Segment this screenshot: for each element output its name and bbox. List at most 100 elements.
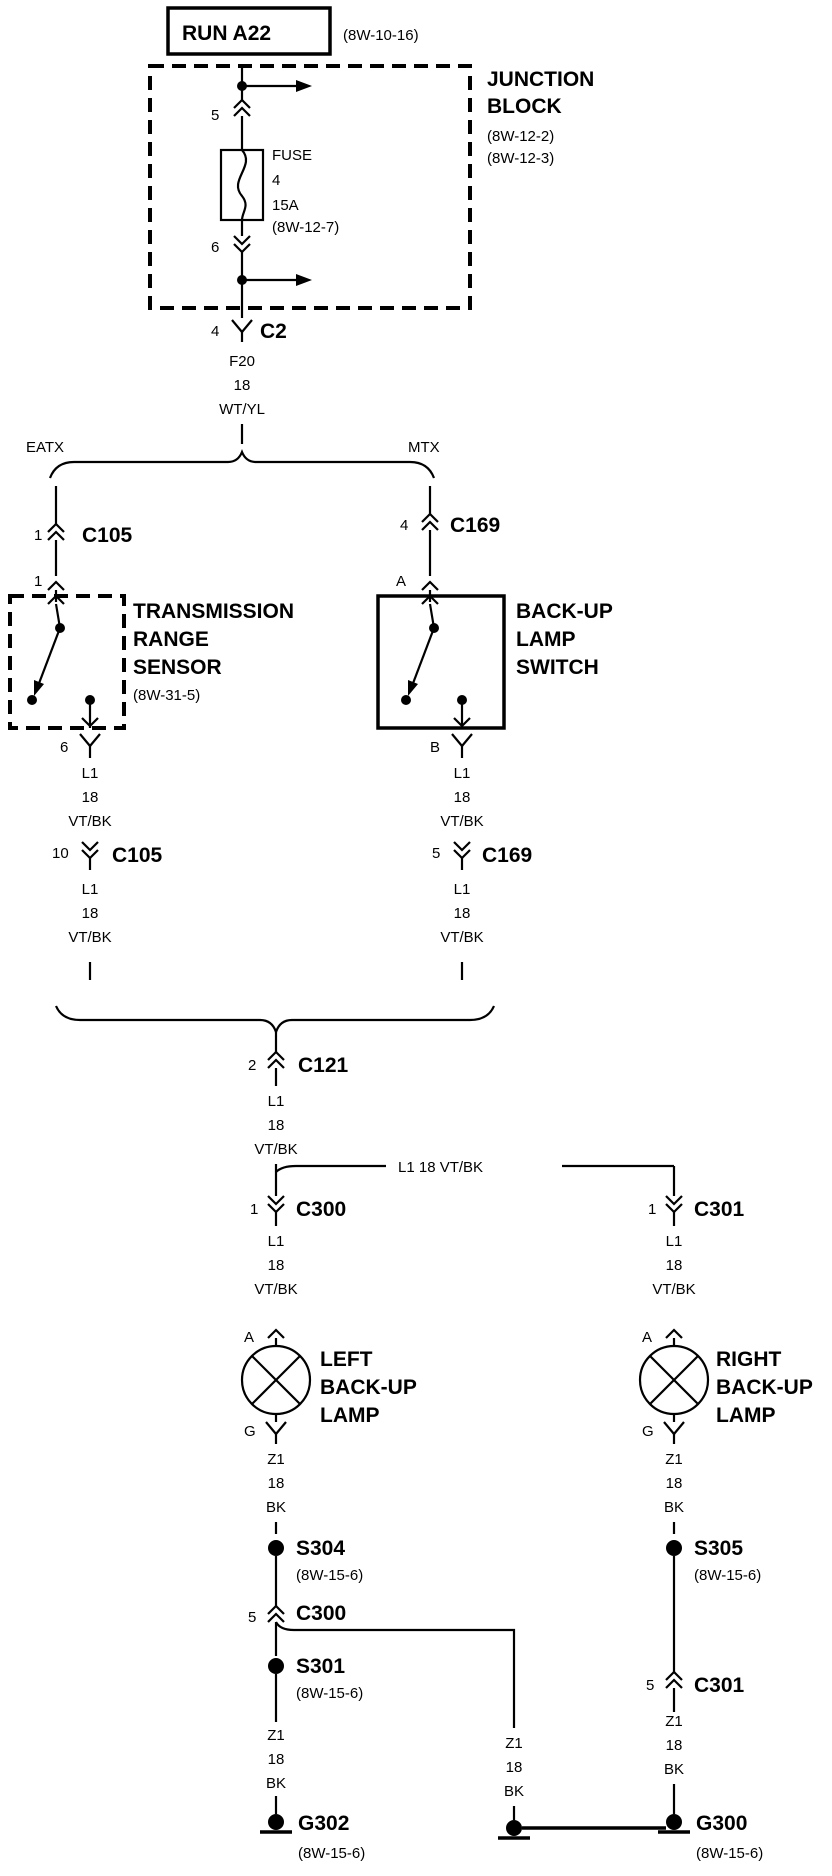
connector-c169-bottom: 5 C169 <box>432 841 532 870</box>
wire-l1-right-lamp: L1 18 VT/BK <box>652 1233 695 1298</box>
connector-c169-top: 4 C169 <box>400 512 500 537</box>
wire-color: VT/BK <box>440 929 483 946</box>
wire-gauge: 18 <box>506 1759 523 1776</box>
c105-bottom-pin: 10 <box>52 845 69 862</box>
wire-circuit: Z1 <box>267 1451 285 1468</box>
wire-circuit: L1 <box>454 765 471 782</box>
connector-c105-top: 1 C105 <box>34 522 133 547</box>
feed-circuit: F20 <box>229 353 255 370</box>
fuse-element-icon <box>236 149 248 221</box>
left-lamp-pin-a: A <box>244 1329 254 1346</box>
arrow-right-icon <box>296 80 312 92</box>
junction-block-ref-1: (8W-12-2) <box>487 128 554 145</box>
switch-arrow-icon <box>34 680 44 696</box>
c169-top-pin: 4 <box>400 517 408 534</box>
wire-color: VT/BK <box>254 1141 297 1158</box>
c169-bottom-pin: 5 <box>432 845 440 862</box>
c301-bottom-pin: 5 <box>646 1677 654 1694</box>
wire-z1-g302: Z1 18 BK <box>266 1727 286 1792</box>
s301-name: S301 <box>296 1655 345 1678</box>
junction-block: JUNCTION BLOCK (8W-12-2) (8W-12-3) 5 FUS… <box>148 64 594 318</box>
ground-icon <box>268 1814 284 1830</box>
trs-ref: (8W-31-5) <box>133 687 200 704</box>
wire-color: VT/BK <box>68 813 111 830</box>
wire-circuit: Z1 <box>267 1727 285 1744</box>
c2-pin: 4 <box>211 323 219 340</box>
wire-color: BK <box>664 1499 684 1516</box>
wire-circuit: Z1 <box>665 1451 683 1468</box>
right-back-up-lamp: A G RIGHT BACK-UP LAMP <box>638 1328 813 1444</box>
wire-circuit: L1 <box>268 1233 285 1250</box>
ground-icon <box>506 1820 522 1836</box>
wire-gauge: 18 <box>268 1751 285 1768</box>
right-lamp-title-3: LAMP <box>716 1404 776 1427</box>
c2-name: C2 <box>260 320 287 343</box>
junction-block-title-1: JUNCTION <box>487 68 594 91</box>
branch-eatx: EATX <box>26 439 64 456</box>
fuse-number: 4 <box>272 172 280 189</box>
c121-name: C121 <box>298 1054 349 1077</box>
right-lamp-pin-g: G <box>642 1423 654 1440</box>
branch-mtx: MTX <box>408 439 440 456</box>
fuse-rating: 15A <box>272 197 299 214</box>
c169-top-name: C169 <box>450 514 500 537</box>
wire-gauge: 18 <box>666 1257 683 1274</box>
junction-block-title-2: BLOCK <box>487 95 562 118</box>
wire-color: BK <box>266 1775 286 1792</box>
connector-c300-bottom: 5 C300 <box>248 1602 346 1626</box>
connector-c301-top: 1 C301 <box>648 1195 745 1221</box>
wire-circuit: Z1 <box>665 1713 683 1730</box>
ground-icon <box>666 1814 682 1830</box>
g300-name: G300 <box>696 1812 747 1835</box>
connector-c121: 2 C121 <box>248 1050 349 1077</box>
connector-c2: 4 C2 <box>211 319 287 343</box>
fuse-4 <box>219 148 265 222</box>
splice-s304: S304 (8W-15-6) <box>268 1537 363 1584</box>
wire-circuit: L1 <box>454 881 471 898</box>
trs-title-3: SENSOR <box>133 656 222 679</box>
c300-top-pin: 1 <box>250 1201 258 1218</box>
wire-color: VT/BK <box>440 813 483 830</box>
c300-bottom-pin: 5 <box>248 1609 256 1626</box>
s301-ref: (8W-15-6) <box>296 1685 363 1702</box>
c105-top-pin: 1 <box>34 527 42 544</box>
wire-gauge: 18 <box>268 1257 285 1274</box>
run-a22-source: RUN A22 (8W-10-16) <box>166 6 419 56</box>
g302-name: G302 <box>298 1812 349 1835</box>
wire-color: BK <box>266 1499 286 1516</box>
wire-z1-left-lamp: Z1 18 BK <box>266 1451 286 1516</box>
wire-color: VT/BK <box>652 1281 695 1298</box>
wire-z1-g300: Z1 18 BK <box>664 1713 684 1778</box>
wire-l1-crossover: L1 18 VT/BK <box>275 1159 676 1196</box>
wire-l1-center: L1 18 VT/BK <box>254 1093 297 1158</box>
back-up-lamp-switch: BACK-UP LAMP SWITCH <box>376 590 613 730</box>
left-lamp-title-1: LEFT <box>320 1348 373 1371</box>
s305-ref: (8W-15-6) <box>694 1567 761 1584</box>
wire-inline-label: L1 18 VT/BK <box>398 1159 483 1176</box>
trs-pin-bottom: 6 <box>60 739 68 756</box>
wire-gauge: 18 <box>268 1475 285 1492</box>
trs-title-1: TRANSMISSION <box>133 600 294 623</box>
wire-circuit: L1 <box>82 881 99 898</box>
wire-circuit: Z1 <box>505 1735 523 1752</box>
arrow-right-icon <box>296 274 312 286</box>
wire-l1-left-1: L1 18 VT/BK <box>68 765 111 830</box>
wire-z1-right-lamp: Z1 18 BK <box>664 1451 684 1516</box>
c300-top-name: C300 <box>296 1198 346 1221</box>
fuse-ref: (8W-12-7) <box>272 219 339 236</box>
trs-pin-top: 1 <box>34 573 42 590</box>
wire-color: BK <box>504 1783 524 1800</box>
bus-title-1: BACK-UP <box>516 600 613 623</box>
bus-title-2: LAMP <box>516 628 576 651</box>
wire-z1-center-ground: Z1 18 BK <box>504 1735 524 1800</box>
c300-bottom-name: C300 <box>296 1602 346 1625</box>
wire-gauge: 18 <box>82 905 99 922</box>
c121-pin: 2 <box>248 1057 256 1074</box>
bus-pin-top: A <box>396 573 406 590</box>
left-lamp-title-3: LAMP <box>320 1404 380 1427</box>
connector-c301-bottom: 5 C301 <box>646 1670 745 1697</box>
wire-gauge: 18 <box>82 789 99 806</box>
wire-color: BK <box>664 1761 684 1778</box>
ground-g300: G300 (8W-15-6) <box>658 1812 763 1862</box>
